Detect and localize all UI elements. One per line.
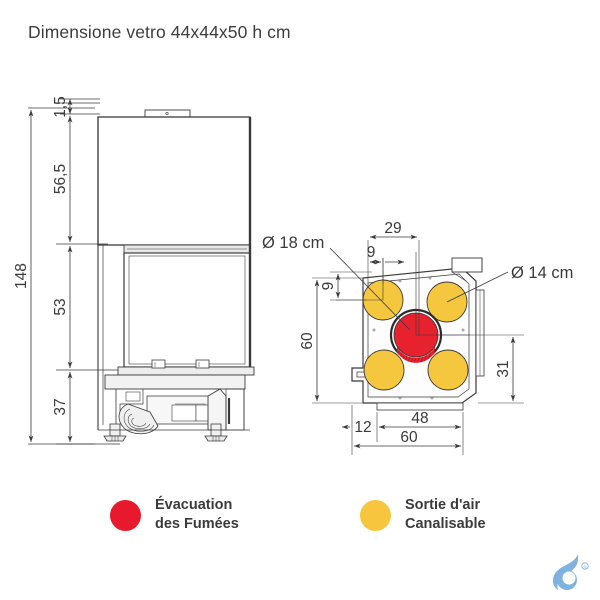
elevation-dimension-lines <box>28 98 120 445</box>
callout-leaders <box>329 247 509 336</box>
dim-offset-top-vertical: 9 <box>320 282 337 291</box>
callout-flue-diameter: Ø 18 cm <box>262 234 324 252</box>
legend-smoke-line2: des Fumées <box>155 516 239 533</box>
brand-droplet-logo: ® <box>552 554 589 590</box>
dim-plan-depth: 60 <box>299 332 316 350</box>
page-title: Dimensione vetro 44x44x50 h cm <box>28 22 291 42</box>
dim-inner-width: 29 <box>384 220 401 237</box>
registered-mark: ® <box>583 564 587 570</box>
legend-item-air-outlet: Sortie d'air Canalisable <box>360 496 486 534</box>
legend-air-line1: Sortie d'air <box>405 497 481 513</box>
dim-glass-section: 53 <box>52 298 69 315</box>
legend-air-line2: Canalisable <box>405 516 486 533</box>
dim-total-height: 148 <box>13 263 30 289</box>
dim-top-gap: 1,5 <box>52 96 69 118</box>
legend: Évacuation des Fumées Sortie d'air Canal… <box>0 496 600 548</box>
dim-offset-top-horizontal: 9 <box>367 244 376 261</box>
legend-swatch-red <box>110 499 141 531</box>
legend-label-air: Sortie d'air Canalisable <box>405 496 486 534</box>
legend-label-smoke: Évacuation des Fumées <box>155 496 239 534</box>
dim-upper-body: 56,5 <box>52 164 69 194</box>
dim-total-width: 60 <box>400 429 418 446</box>
dim-left-flange: 12 <box>354 419 371 436</box>
legend-item-smoke-evacuation: Évacuation des Fumées <box>110 496 239 534</box>
callout-air-diameter: Ø 14 cm <box>511 264 573 282</box>
dim-base-section: 37 <box>52 398 69 415</box>
legend-smoke-line1: Évacuation <box>155 497 233 513</box>
air-outlet-bottom-right <box>427 349 469 391</box>
dim-right-height: 31 <box>495 360 512 377</box>
legend-swatch-yellow <box>360 499 391 531</box>
air-outlet-bottom-left <box>363 349 405 391</box>
elevation-stove-body <box>97 109 255 442</box>
dim-body-width: 48 <box>411 410 428 427</box>
